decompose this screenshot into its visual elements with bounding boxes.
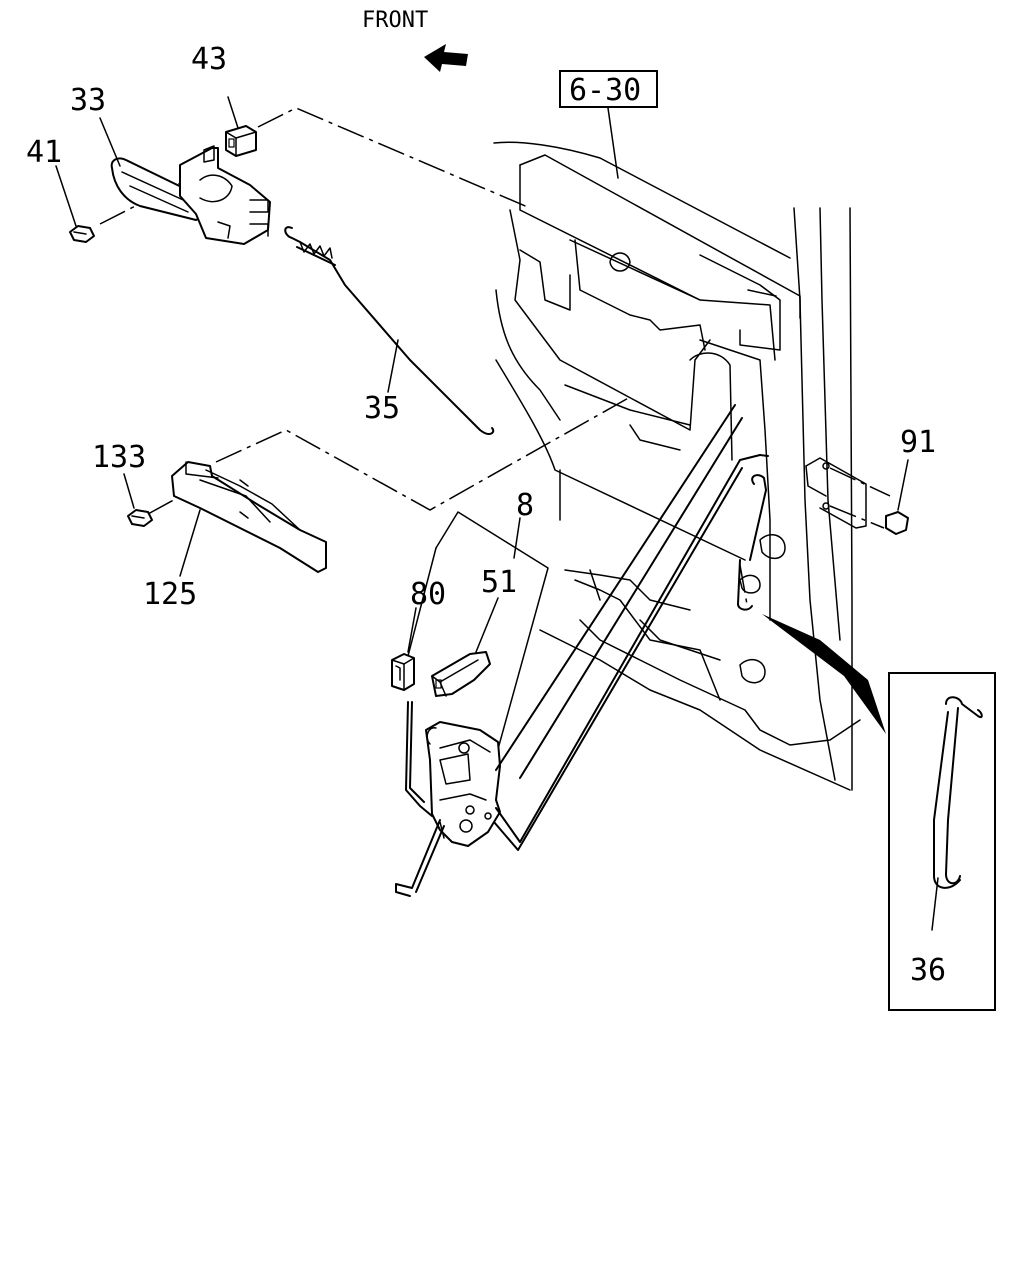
- screw-133: [123, 473, 153, 527]
- bracket-125: [171, 461, 327, 577]
- inset-box: [888, 672, 996, 1011]
- door-panel: [493, 141, 861, 791]
- callout-33: 33: [70, 83, 106, 118]
- front-arrow-icon: [424, 44, 468, 72]
- handle-rod-35: [284, 226, 495, 435]
- door-rod-hooks: [737, 474, 767, 611]
- leader-33: [99, 117, 121, 167]
- callout-36: 36: [910, 953, 946, 988]
- screw-41: [55, 165, 95, 243]
- group-8-bracket: [407, 511, 549, 779]
- callout-51: 51: [481, 565, 517, 600]
- callout-41: 41: [26, 135, 62, 170]
- callout-133: 133: [92, 440, 146, 475]
- rod-clip-80: [391, 607, 417, 691]
- callout-125: 125: [143, 577, 197, 612]
- actuator-clip-51: [431, 597, 499, 697]
- callout-91: 91: [900, 425, 936, 460]
- bolt-91: [805, 457, 909, 535]
- clip-43: [225, 96, 257, 157]
- callout-35: 35: [364, 391, 400, 426]
- front-indicator: FRONT: [362, 8, 468, 72]
- callout-labels: 43 33 41 35 133 125 8 80 51 91 36: [26, 42, 946, 988]
- front-label: FRONT: [362, 8, 428, 33]
- callout-43: 43: [191, 42, 227, 77]
- zoom-ray: [762, 614, 886, 734]
- callout-80: 80: [410, 577, 446, 612]
- door-lock-assembly-8: [395, 701, 501, 897]
- inside-door-handle: [110, 145, 271, 245]
- reference-box: 6-30: [559, 70, 658, 179]
- lock-rods: [493, 404, 769, 851]
- callout-8: 8: [516, 488, 534, 523]
- reference-label: 6-30: [569, 73, 641, 108]
